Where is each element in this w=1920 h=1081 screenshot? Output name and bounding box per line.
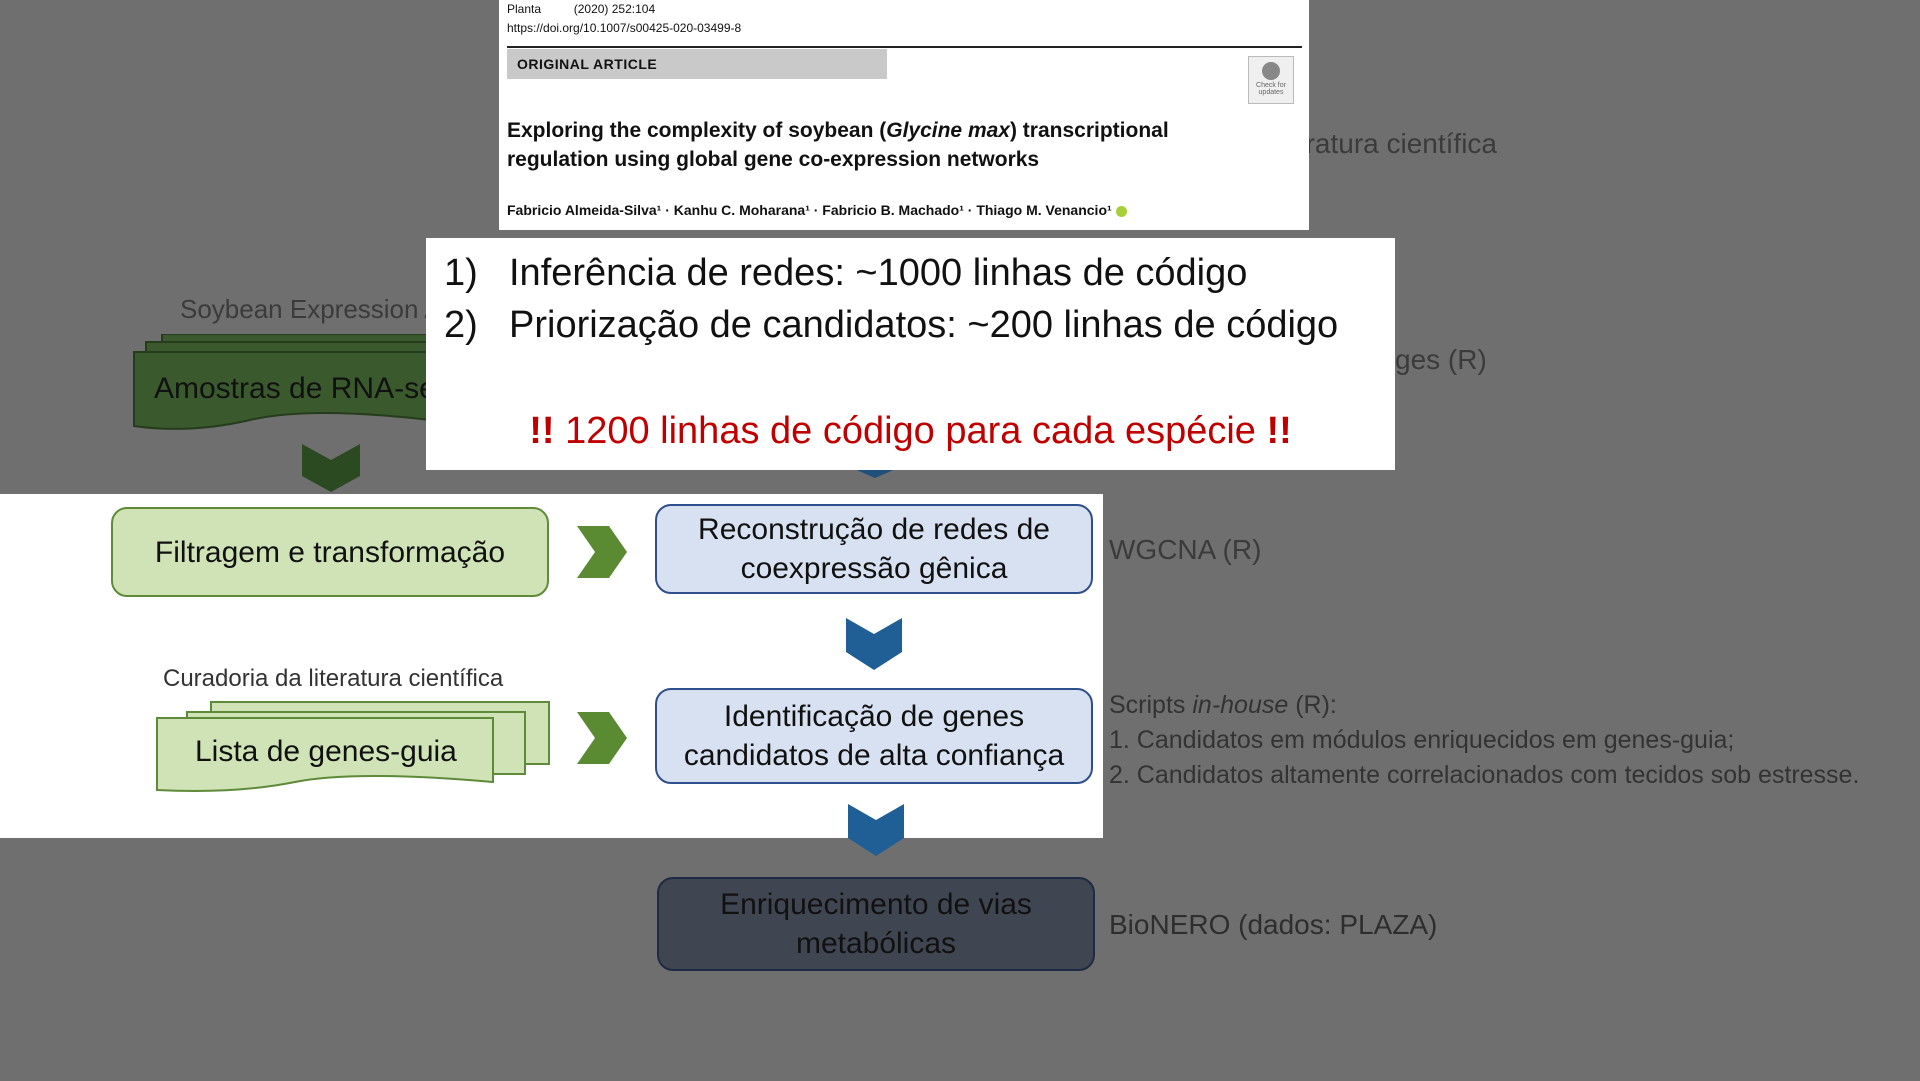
article-title: Exploring the complexity of soybean (Gly…: [507, 119, 1169, 171]
rnaseq-samples-shape: [133, 334, 453, 430]
green-down-chevron-icon: [302, 444, 360, 492]
callout-item-2: 2)Priorização de candidatos: ~200 linhas…: [444, 304, 1339, 346]
genes-guia-label: Lista de genes-guia: [195, 735, 457, 768]
article-category: ORIGINAL ARTICLE: [507, 49, 887, 79]
article-divider: [507, 46, 1302, 48]
callout-item-1: 1)Inferência de redes: ~1000 linhas de c…: [444, 252, 1248, 294]
check-updates-icon: [1262, 62, 1280, 80]
check-for-updates-badge[interactable]: Check for updates: [1248, 56, 1294, 104]
scripts-description: Scripts in-house (R): 1. Candidatos em m…: [1109, 691, 1860, 789]
ges-partial-text: ges (R): [1395, 344, 1487, 375]
article-header-card: Planta (2020) 252:104 https://doi.org/10…: [499, 0, 1309, 230]
orcid-icon: [1115, 205, 1127, 217]
literatura-partial-text: eratura científica: [1290, 128, 1497, 159]
rnaseq-label: Amostras de RNA-se: [154, 372, 436, 405]
code-lines-callout: 1)Inferência de redes: ~1000 linhas de c…: [426, 238, 1395, 470]
journal-name: Planta: [507, 2, 542, 16]
genes-guia-doc-shape: [156, 701, 550, 792]
journal-volume: (2020) 252:104: [573, 2, 656, 16]
blue-down-chevron-2-icon: [848, 804, 904, 856]
article-doi[interactable]: https://doi.org/10.1007/s00425-020-03499…: [507, 21, 742, 35]
callout-warning: !! 1200 linhas de código para cada espéc…: [529, 410, 1292, 452]
wgcna-label: WGCNA (R): [1109, 534, 1262, 565]
article-authors: Fabricio Almeida-Silva¹ · Kanhu C. Mohar…: [507, 202, 1127, 218]
green-right-chevron-2-icon: [577, 712, 627, 764]
filtragem-box: Filtragem e transformação: [111, 507, 549, 597]
blue-down-chevron-icon: [846, 618, 902, 670]
soybean-expression-label: Soybean Expression A: [180, 294, 442, 324]
bionero-label: BioNERO (dados: PLAZA): [1109, 909, 1438, 940]
green-right-chevron-icon: [577, 526, 627, 578]
curadoria-label: Curadoria da literatura científica: [163, 665, 504, 692]
